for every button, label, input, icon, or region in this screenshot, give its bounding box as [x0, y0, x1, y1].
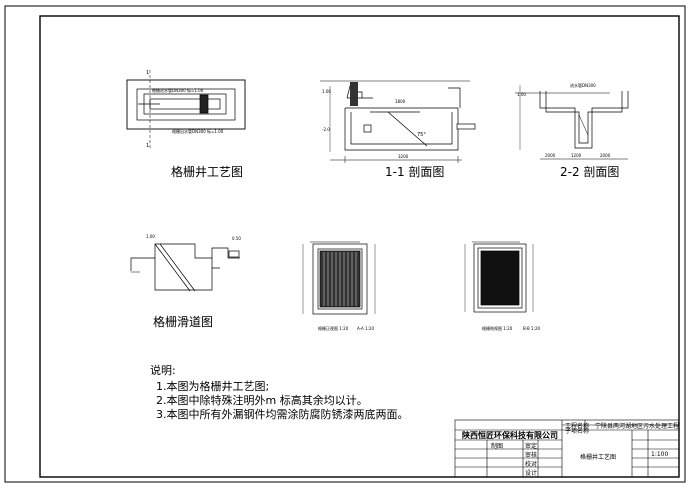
company-name: 陕西恒匠环保科技有限公司 — [462, 431, 558, 440]
sign-label-approve: 审定 — [525, 443, 538, 450]
outer-frame — [4, 5, 686, 483]
sign-label-review: 审核 — [525, 452, 538, 459]
note-item-3: 3.本图中所有外漏钢件均需涂防腐防锈漆两底两面。 — [156, 408, 409, 421]
project-title: 宁陕县两河湖地区污水处理工程 — [595, 423, 680, 430]
svg-text:B-B 1:20: B-B 1:20 — [523, 326, 540, 331]
svg-text:格栅出水管DN300 标=1.00: 格栅出水管DN300 标=1.00 — [172, 128, 224, 134]
svg-text:2000: 2000 — [600, 153, 611, 158]
inner-frame — [39, 15, 680, 478]
svg-text:格栅进水管DN300 标=1.00: 格栅进水管DN300 标=1.00 — [152, 87, 204, 93]
drawing-name: 格栅井工艺图 — [580, 454, 617, 461]
caption-section-1-1: 1-1 剖面图 — [385, 165, 445, 179]
screen-front-1: 格栅正视图 1:20 A-A 1:20 — [302, 241, 376, 331]
caption-section-2-2: 2-2 剖面图 — [560, 165, 620, 179]
svg-text:A-A 1:20: A-A 1:20 — [357, 326, 374, 331]
svg-text:1.00: 1.00 — [146, 234, 155, 239]
svg-text:1.00: 1.00 — [517, 92, 526, 97]
svg-text:1: 1 — [146, 143, 149, 149]
svg-text:3200: 3200 — [398, 154, 409, 159]
svg-text:1200: 1200 — [571, 153, 582, 158]
section-1-1-drawing: 3200 1800 1.00 -2.0 75° — [320, 80, 476, 163]
section-2-2-drawing: 2000 1200 2000 进水管DN300 1.00 — [515, 82, 629, 160]
title-block — [454, 419, 680, 478]
svg-text:0.50: 0.50 — [232, 236, 241, 241]
screen-front-2: 格栅侧视图 1:20 B-B 1:20 — [464, 241, 540, 331]
scale-value: 1:100 — [651, 451, 669, 458]
svg-text:2000: 2000 — [545, 153, 556, 158]
caption-grid-slide: 格栅滑道图 — [153, 315, 214, 329]
svg-text:进水管DN300: 进水管DN300 — [570, 82, 596, 88]
caption-grid-well: 格栅井工艺图 — [171, 165, 244, 179]
svg-text:1.00: 1.00 — [322, 89, 331, 94]
notes-heading: 说明: — [150, 364, 176, 377]
grid-well-plan: 1 1 格栅进水管DN300 标=1.00 格栅出水管DN300 标=1.00 — [126, 70, 246, 150]
note-item-1: 1.本图为格栅井工艺图; — [156, 380, 270, 393]
grid-slide-drawing: 1.00 0.50 — [130, 234, 241, 292]
sign-label-draw: 制图 — [491, 443, 504, 450]
svg-text:格栅正视图 1:20: 格栅正视图 1:20 — [318, 325, 349, 331]
svg-text:1800: 1800 — [395, 99, 406, 104]
sign-label-check: 校对 — [525, 461, 538, 468]
svg-text:1: 1 — [146, 70, 149, 76]
svg-text:格栅侧视图 1:20: 格栅侧视图 1:20 — [482, 325, 513, 331]
sign-label-design: 设计 — [525, 470, 538, 477]
svg-text:-2.0: -2.0 — [322, 127, 330, 132]
row-label-subitem: 子项名称 — [565, 428, 590, 435]
note-item-2: 2.本图中除特殊注明外m 标高其余均以计。 — [156, 394, 368, 407]
row-label-project: 工程名称 — [565, 423, 590, 430]
svg-text:75°: 75° — [417, 132, 426, 138]
notes-block: 说明: 1.本图为格栅井工艺图; 2.本图中除特殊注明外m 标高其余均以计。 3… — [150, 364, 409, 422]
